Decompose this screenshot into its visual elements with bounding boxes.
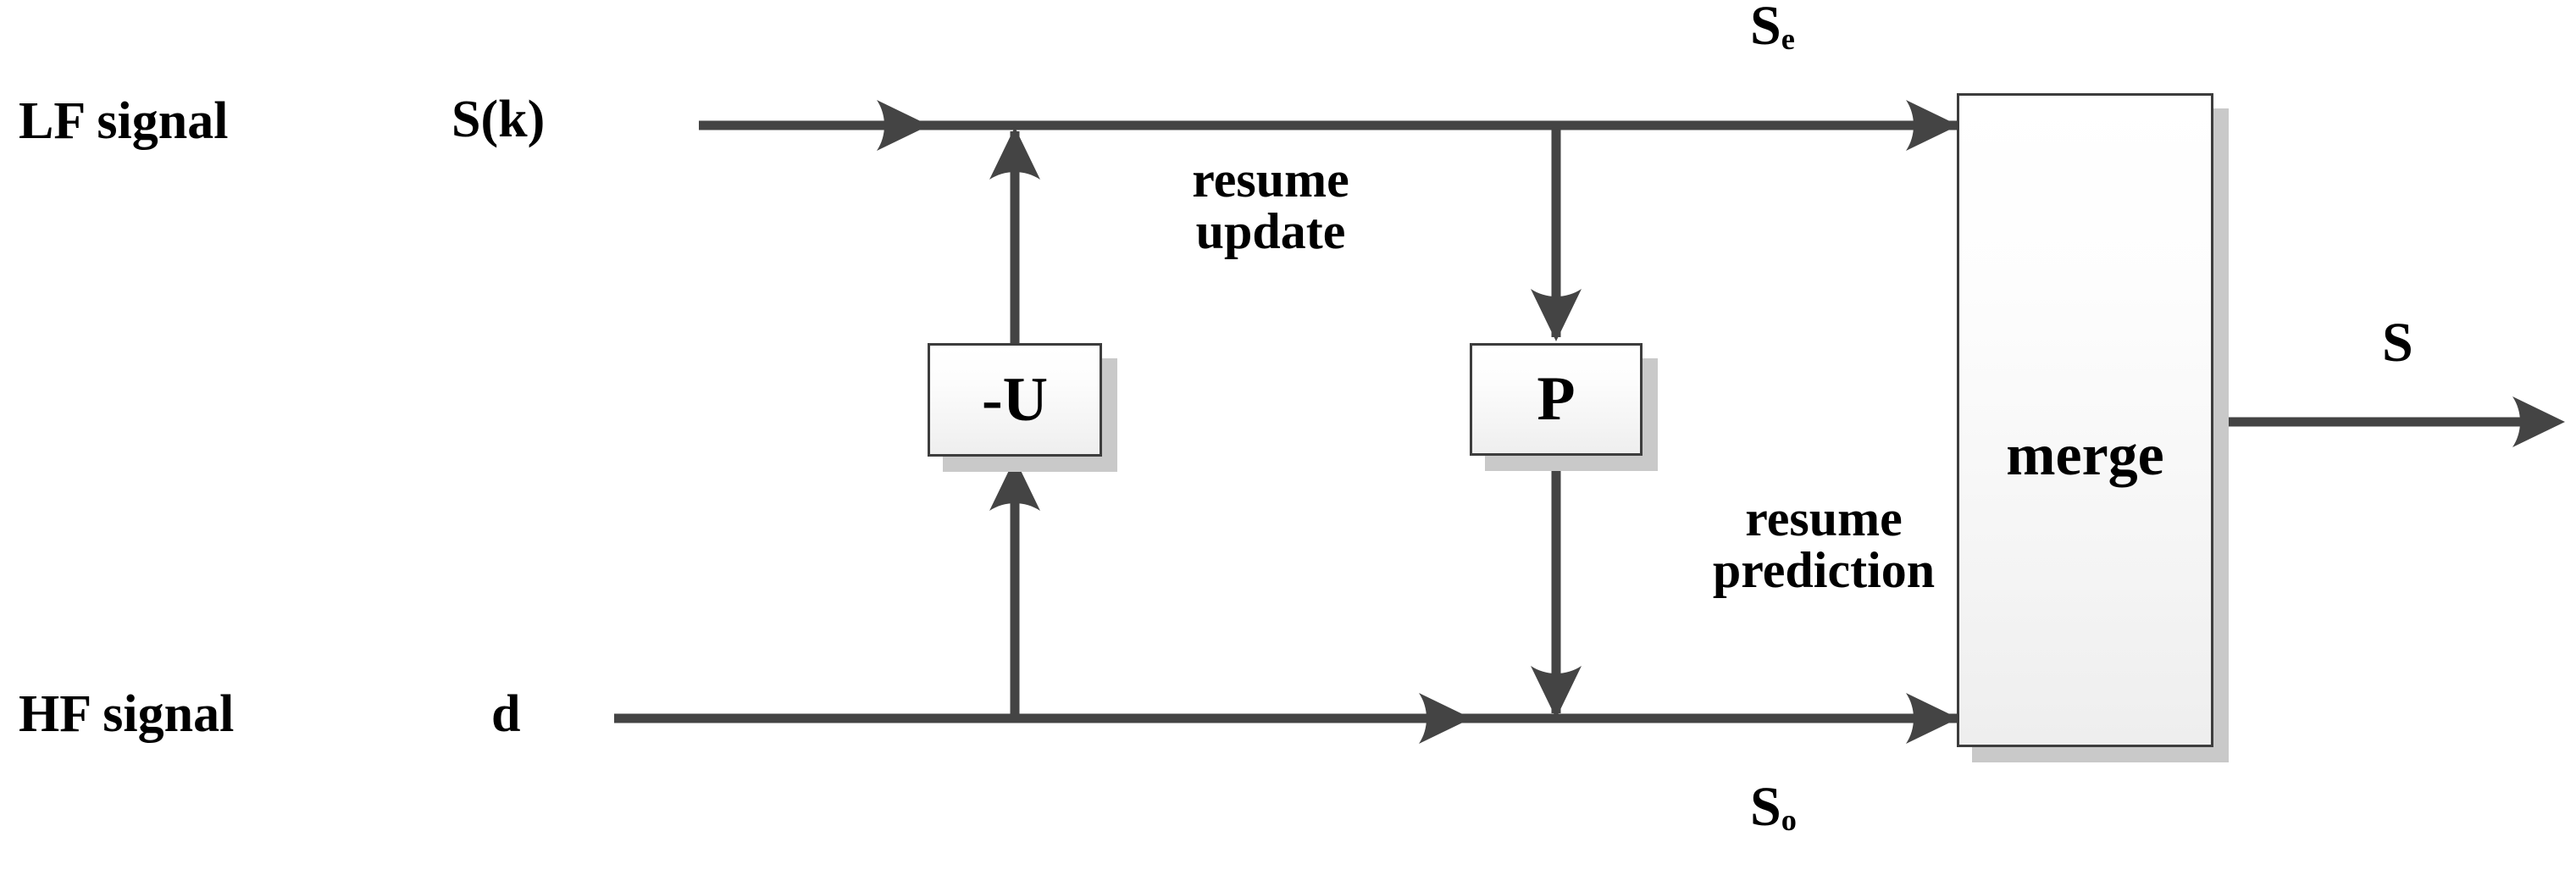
predict-block-label: P	[1537, 364, 1576, 434]
wire-lf-to-predict	[1531, 124, 1582, 341]
wire-merge-output	[2212, 396, 2565, 447]
wire-update-to-lf	[989, 127, 1040, 343]
even-signal-base: S	[1750, 0, 1781, 57]
wire-hf-signal-line	[614, 693, 1958, 744]
update-annotation-line2: update	[1195, 203, 1346, 260]
wire-lf-signal-line	[699, 100, 1958, 151]
even-signal-label: Se	[1750, 0, 1795, 54]
lf-input-signal-label: S(k)	[451, 91, 546, 148]
wire-hf-to-update	[989, 458, 1040, 720]
prediction-annotation-line2: prediction	[1712, 542, 1936, 599]
lf-signal-row-label: LF signal	[19, 92, 229, 150]
odd-signal-base: S	[1750, 776, 1781, 838]
prediction-annotation-line1: resume	[1745, 490, 1903, 546]
prediction-annotation: resume prediction	[1642, 490, 2006, 599]
merge-block-label: merge	[2006, 423, 2164, 488]
odd-signal-label: So	[1750, 776, 1797, 838]
predict-block[interactable]: P	[1470, 343, 1643, 456]
update-annotation: resume update	[1127, 152, 1415, 260]
merge-block[interactable]: merge	[1957, 93, 2213, 747]
wire-predict-to-hf	[1531, 457, 1582, 718]
hf-signal-row-label: HF signal	[19, 685, 235, 743]
hf-input-signal-label: d	[491, 685, 521, 743]
update-block-label: -U	[981, 364, 1049, 435]
update-annotation-line1: resume	[1192, 152, 1349, 208]
odd-signal-subscript: o	[1781, 803, 1797, 838]
merged-output-label: S	[2382, 312, 2413, 374]
update-block[interactable]: -U	[928, 343, 1102, 457]
even-signal-subscript: e	[1781, 22, 1795, 57]
